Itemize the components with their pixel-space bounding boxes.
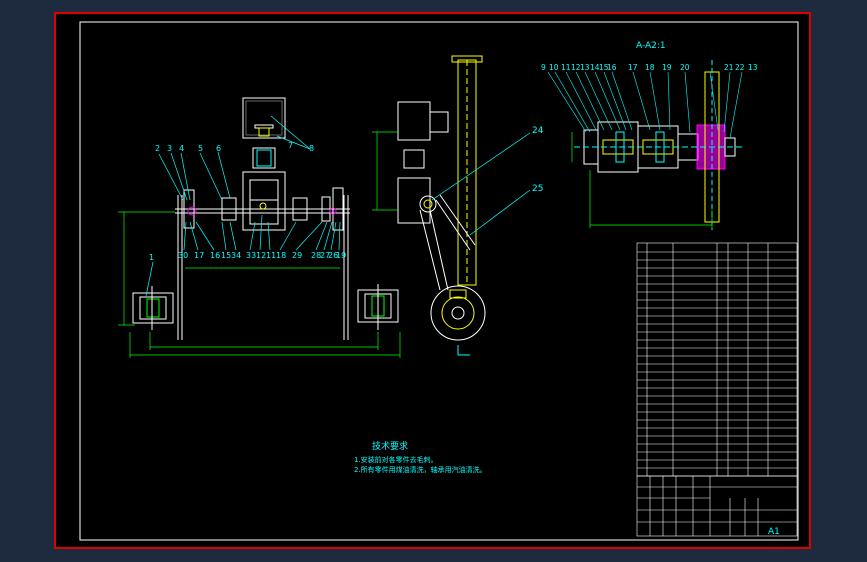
balloon: 22 bbox=[735, 63, 745, 72]
balloon: 6 bbox=[216, 144, 221, 153]
main-dimensions bbox=[118, 211, 401, 358]
balloon: 16 bbox=[210, 251, 220, 260]
balloon: 15 bbox=[221, 251, 231, 260]
side-balloons: 24 25 bbox=[532, 126, 544, 194]
tech-requirements: 技术要求 1.安装前对各零件去毛刺。 2.所有零件用煤油清洗，轴承用汽油清洗。 bbox=[354, 440, 487, 474]
balloon: 24 bbox=[532, 126, 544, 136]
balloon: 14 bbox=[590, 63, 600, 72]
main-leaders bbox=[145, 115, 341, 297]
balloon: 15 bbox=[599, 63, 609, 72]
balloon: 1 bbox=[149, 253, 154, 262]
balloon: 26 bbox=[328, 251, 338, 260]
balloon: 10 bbox=[549, 63, 559, 72]
balloon: 3 bbox=[167, 144, 172, 153]
inner-frame bbox=[79, 21, 799, 541]
balloon: 8 bbox=[309, 144, 314, 153]
main-balloons: 2 3 4 5 6 7 8 1 30 17 16 15 34 33 12 11 … bbox=[149, 141, 346, 262]
section-view bbox=[574, 60, 745, 230]
balloon: 19 bbox=[336, 251, 346, 260]
balloon: 20 bbox=[680, 63, 690, 72]
balloon: 18 bbox=[276, 251, 286, 260]
balloon: 29 bbox=[292, 251, 302, 260]
tech-line: 2.所有零件用煤油清洗，轴承用汽油清洗。 bbox=[354, 465, 487, 474]
balloon: 5 bbox=[198, 144, 203, 153]
tech-title: 技术要求 bbox=[372, 440, 408, 452]
side-leaders bbox=[431, 132, 531, 236]
balloon: 34 bbox=[231, 251, 241, 260]
balloon: 7 bbox=[288, 141, 293, 150]
sheet-border bbox=[54, 12, 811, 549]
title-block bbox=[636, 475, 798, 537]
balloon: 28 bbox=[311, 251, 321, 260]
balloon: 4 bbox=[179, 144, 184, 153]
balloon: 33 bbox=[246, 251, 256, 260]
balloon: 12 bbox=[256, 251, 266, 260]
balloon: 11 bbox=[561, 63, 571, 72]
section-balloons: 9 10 11 12 13 14 15 16 17 18 19 20 21 22… bbox=[541, 63, 758, 72]
balloon: 11 bbox=[266, 251, 276, 260]
balloon: 9 bbox=[541, 63, 546, 72]
tech-line: 1.安装前对各零件去毛刺。 bbox=[354, 455, 438, 464]
section-title: A-A2:1 bbox=[636, 41, 666, 51]
parts-list bbox=[636, 242, 798, 477]
balloon: 17 bbox=[194, 251, 204, 260]
side-dimensions bbox=[372, 131, 398, 211]
balloon: 17 bbox=[628, 63, 638, 72]
balloon: 13 bbox=[580, 63, 590, 72]
side-view bbox=[397, 55, 486, 356]
balloon: 13 bbox=[748, 63, 758, 72]
balloon: 16 bbox=[607, 63, 617, 72]
section-dimensions bbox=[571, 132, 713, 228]
balloon: 18 bbox=[645, 63, 655, 72]
balloon: 27 bbox=[320, 251, 330, 260]
balloon: 19 bbox=[662, 63, 672, 72]
main-view bbox=[132, 97, 399, 340]
balloon: 21 bbox=[724, 63, 734, 72]
balloon: 30 bbox=[178, 251, 188, 260]
balloon: 2 bbox=[155, 144, 160, 153]
sheet-label: A1 bbox=[768, 527, 780, 537]
section-leaders bbox=[547, 71, 743, 139]
balloon: 12 bbox=[571, 63, 581, 72]
balloon: 25 bbox=[532, 184, 543, 194]
